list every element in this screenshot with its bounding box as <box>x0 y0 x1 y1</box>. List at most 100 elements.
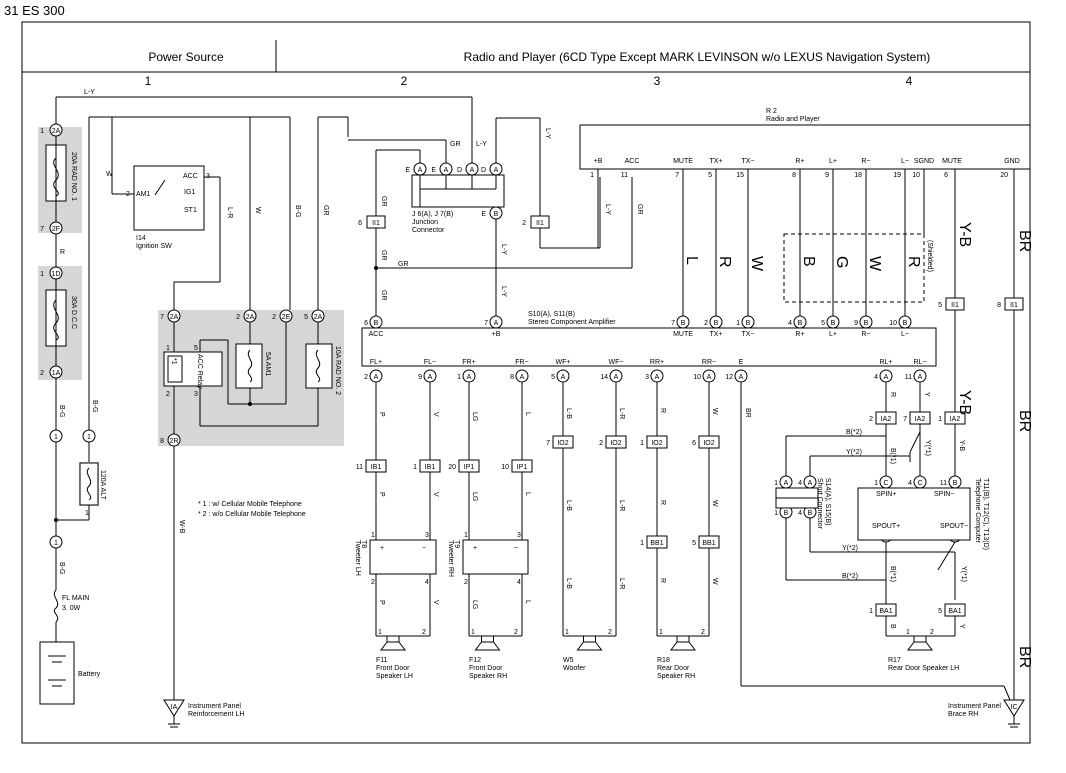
amp-bottom-label: E <box>739 359 744 366</box>
svg-text:R: R <box>905 256 922 268</box>
svg-text:A: A <box>707 374 712 381</box>
svg-text:Instrument Panel: Instrument Panel <box>188 703 241 710</box>
svg-text:A: A <box>808 480 813 487</box>
svg-text:7: 7 <box>484 320 488 327</box>
svg-text:B(*2): B(*2) <box>846 429 862 436</box>
svg-text:L-B: L-B <box>565 408 572 419</box>
amp-top-label: +B <box>492 331 501 338</box>
svg-text:L-B: L-B <box>565 578 572 589</box>
svg-text:2A: 2A <box>52 128 61 135</box>
svg-text:2A: 2A <box>170 314 179 321</box>
svg-text:B: B <box>784 510 789 517</box>
svg-text:C: C <box>917 480 922 487</box>
svg-text:W5: W5 <box>563 657 574 664</box>
tel-pin: C4 <box>908 475 927 489</box>
svg-text:3: 3 <box>645 374 649 381</box>
amp-top-label: TX− <box>741 331 754 338</box>
amp-bottom-pin: A1 <box>457 369 476 383</box>
svg-text:T11(B), T12(C), T13(D): T11(B), T12(C), T13(D) <box>982 478 989 550</box>
svg-text:D: D <box>457 167 462 174</box>
amp-top-pin: B2 <box>704 315 723 329</box>
svg-text:L-Y: L-Y <box>84 89 95 96</box>
amp-top-pin: B10 <box>889 315 912 329</box>
svg-text:1: 1 <box>874 480 878 487</box>
svg-text:L-R: L-R <box>618 578 625 589</box>
page-number: 31 <box>4 3 19 18</box>
svg-text:W: W <box>711 408 718 415</box>
svg-text:Short Connector: Short Connector <box>816 478 823 530</box>
shielded-label: (Shielded) <box>926 240 933 272</box>
svg-text:6: 6 <box>364 320 368 327</box>
svg-text:2: 2 <box>272 314 276 321</box>
svg-text:20: 20 <box>448 464 456 471</box>
fuse-rad1-label: 20A RAD NO. 1 <box>70 152 77 201</box>
header-left-title: Power Source <box>148 50 224 64</box>
svg-text:2A: 2A <box>314 314 323 321</box>
svg-text:Y: Y <box>958 624 965 629</box>
svg-text:T9: T9 <box>453 540 460 548</box>
svg-text:BR: BR <box>1016 230 1033 252</box>
amp-bottom-pin: A4 <box>874 369 893 383</box>
svg-text:ACC: ACC <box>183 173 198 180</box>
tel-pin: B11 <box>940 475 962 489</box>
svg-text:BB1: BB1 <box>702 540 715 547</box>
svg-text:1: 1 <box>774 480 778 487</box>
svg-text:Y(*1): Y(*1) <box>960 566 967 582</box>
svg-text:1: 1 <box>85 510 89 517</box>
stereo-amplifier: S10(A), S11(B) Stereo Component Amplifie… <box>361 311 937 383</box>
svg-text:1: 1 <box>906 629 910 636</box>
svg-text:5: 5 <box>938 302 942 309</box>
svg-text:4: 4 <box>908 480 912 487</box>
amp-top-label: R+ <box>795 331 804 338</box>
svg-text:F11: F11 <box>376 657 388 664</box>
amp-bottom-label: FR− <box>515 359 528 366</box>
svg-text:2: 2 <box>364 374 368 381</box>
column-4: 4 <box>906 74 913 88</box>
battery-label: Battery <box>78 671 101 678</box>
r2-pin-label: +B <box>594 158 603 165</box>
jconn-name2: Connector <box>412 227 445 234</box>
svg-text:B: B <box>800 256 817 267</box>
r2-pin-number: 9 <box>825 172 829 179</box>
svg-text:W-B: W-B <box>178 520 185 534</box>
note-2: * 2 : w/o Cellular Mobile Telephone <box>198 511 306 518</box>
svg-text:GR: GR <box>380 290 387 301</box>
svg-text:5: 5 <box>938 608 942 615</box>
amp-bottom-label: RL+ <box>879 359 892 366</box>
fuse-alt-label: 120A ALT <box>99 470 106 501</box>
amp-bottom-pin: A9 <box>418 369 437 383</box>
svg-text:7: 7 <box>546 440 550 447</box>
svg-text:1: 1 <box>565 629 569 636</box>
svg-text:L: L <box>524 492 531 496</box>
svg-text:8: 8 <box>510 374 514 381</box>
amp-top-label: L+ <box>829 331 837 338</box>
amp-top-label: TX+ <box>709 331 722 338</box>
svg-text:BA1: BA1 <box>948 608 961 615</box>
svg-text:IA2: IA2 <box>950 416 961 423</box>
amp-name: Stereo Component Amplifier <box>528 319 616 326</box>
svg-text:2R: 2R <box>170 438 179 445</box>
svg-text:Y(*2): Y(*2) <box>842 545 858 552</box>
svg-text:7: 7 <box>40 226 44 233</box>
svg-text:B(*2): B(*2) <box>842 573 858 580</box>
svg-text:2: 2 <box>371 579 375 586</box>
svg-text:IO2: IO2 <box>651 440 662 447</box>
amp-bottom-label: FR+ <box>462 359 475 366</box>
svg-text:GR: GR <box>380 196 387 207</box>
svg-text:5: 5 <box>821 320 825 327</box>
svg-text:5: 5 <box>551 374 555 381</box>
svg-text:Speaker RH: Speaker RH <box>469 673 507 680</box>
svg-text:B: B <box>681 320 686 327</box>
svg-text:A: A <box>614 374 619 381</box>
svg-text:L: L <box>524 600 531 604</box>
svg-text:BR: BR <box>744 408 751 418</box>
svg-text:L: L <box>683 256 700 265</box>
svg-text:12: 12 <box>725 374 733 381</box>
svg-text:−: − <box>422 545 426 552</box>
amp-bottom-pin: A5 <box>551 369 570 383</box>
svg-text:Y-B: Y-B <box>956 390 973 415</box>
ign-id: I14 <box>136 235 146 242</box>
svg-text:1: 1 <box>736 320 740 327</box>
svg-text:8: 8 <box>997 302 1001 309</box>
svg-text:1: 1 <box>640 440 644 447</box>
